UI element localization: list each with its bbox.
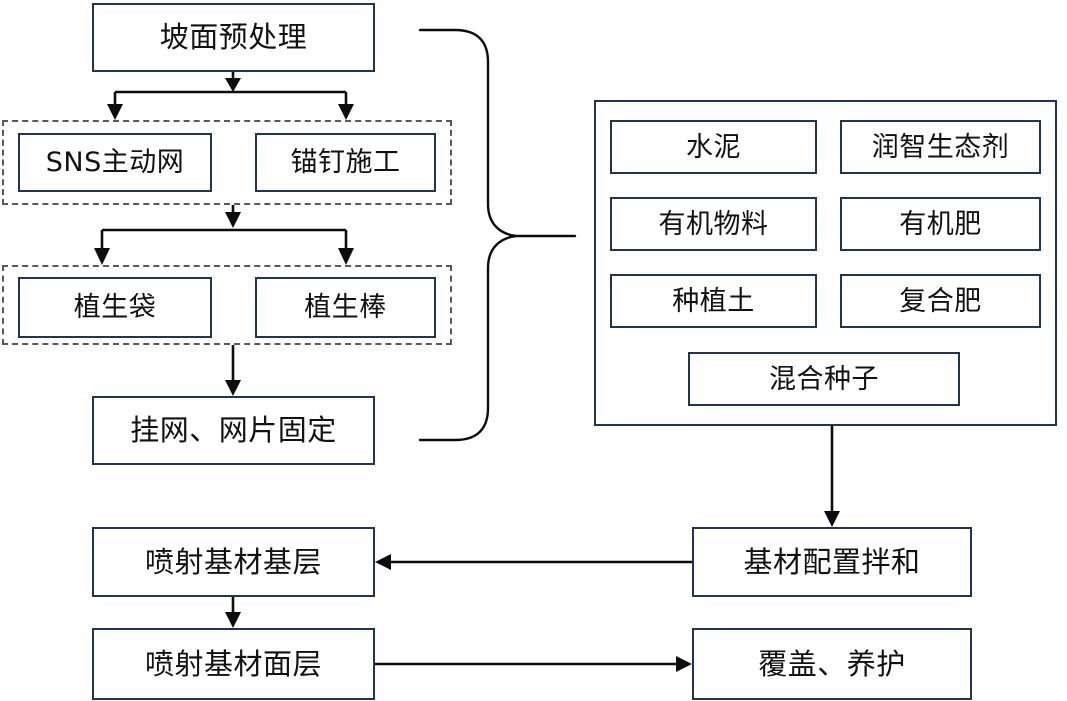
node-label: 覆盖、养护 [758,646,906,681]
arrow-spray-surface-to-cover [375,656,692,672]
node-label: 植生棒 [304,292,387,323]
node-cover-maintenance[interactable]: 覆盖、养护 [692,628,972,700]
node-label: 植生袋 [73,292,157,323]
node-vegetation-stick[interactable]: 植生棒 [255,277,436,338]
arrow-pretreatment-to-split [107,72,354,120]
arrow-group1-to-split2 [94,205,354,265]
node-label: 锚钉施工 [290,147,401,178]
arrow-group2-to-net-hanging [225,345,241,396]
material-organic-fertilizer[interactable]: 有机肥 [840,197,1041,251]
material-mixed-seeds[interactable]: 混合种子 [688,352,960,406]
material-planting-soil[interactable]: 种植土 [610,274,817,328]
arrow-materials-to-mixing [824,426,840,527]
node-net-hanging-fixing[interactable]: 挂网、网片固定 [92,396,375,465]
node-spray-base-layer[interactable]: 喷射基材基层 [92,527,375,597]
material-label: 有机物料 [658,208,769,240]
material-organic-material[interactable]: 有机物料 [610,197,817,251]
material-label: 润智生态剂 [871,131,1010,163]
arrow-mixing-to-spray-base [375,554,692,570]
material-runzhi-eco-agent[interactable]: 润智生态剂 [840,120,1041,174]
curly-brace-connector [418,28,577,442]
material-label: 有机肥 [899,208,982,240]
node-spray-surface-layer[interactable]: 喷射基材面层 [92,628,375,700]
node-label: 挂网、网片固定 [130,413,337,447]
node-label: 喷射基材基层 [144,544,322,579]
node-sns-active-net[interactable]: SNS主动网 [18,133,212,192]
material-label: 复合肥 [899,285,982,317]
material-label: 种植土 [672,285,755,317]
node-label: 坡面预处理 [159,20,308,54]
arrow-spray-base-to-surface [225,597,241,628]
node-label: 基材配置拌和 [743,544,921,579]
material-compound-fertilizer[interactable]: 复合肥 [840,274,1041,328]
material-cement[interactable]: 水泥 [610,120,817,174]
node-label: SNS主动网 [45,147,185,178]
node-vegetation-bag[interactable]: 植生袋 [18,277,212,338]
node-label: 喷射基材面层 [144,646,322,681]
material-label: 混合种子 [769,363,879,395]
node-anchor-construction[interactable]: 锚钉施工 [255,133,436,192]
node-substrate-mixing[interactable]: 基材配置拌和 [692,527,972,597]
node-slope-pretreatment[interactable]: 坡面预处理 [92,3,375,72]
material-label: 水泥 [686,131,741,163]
